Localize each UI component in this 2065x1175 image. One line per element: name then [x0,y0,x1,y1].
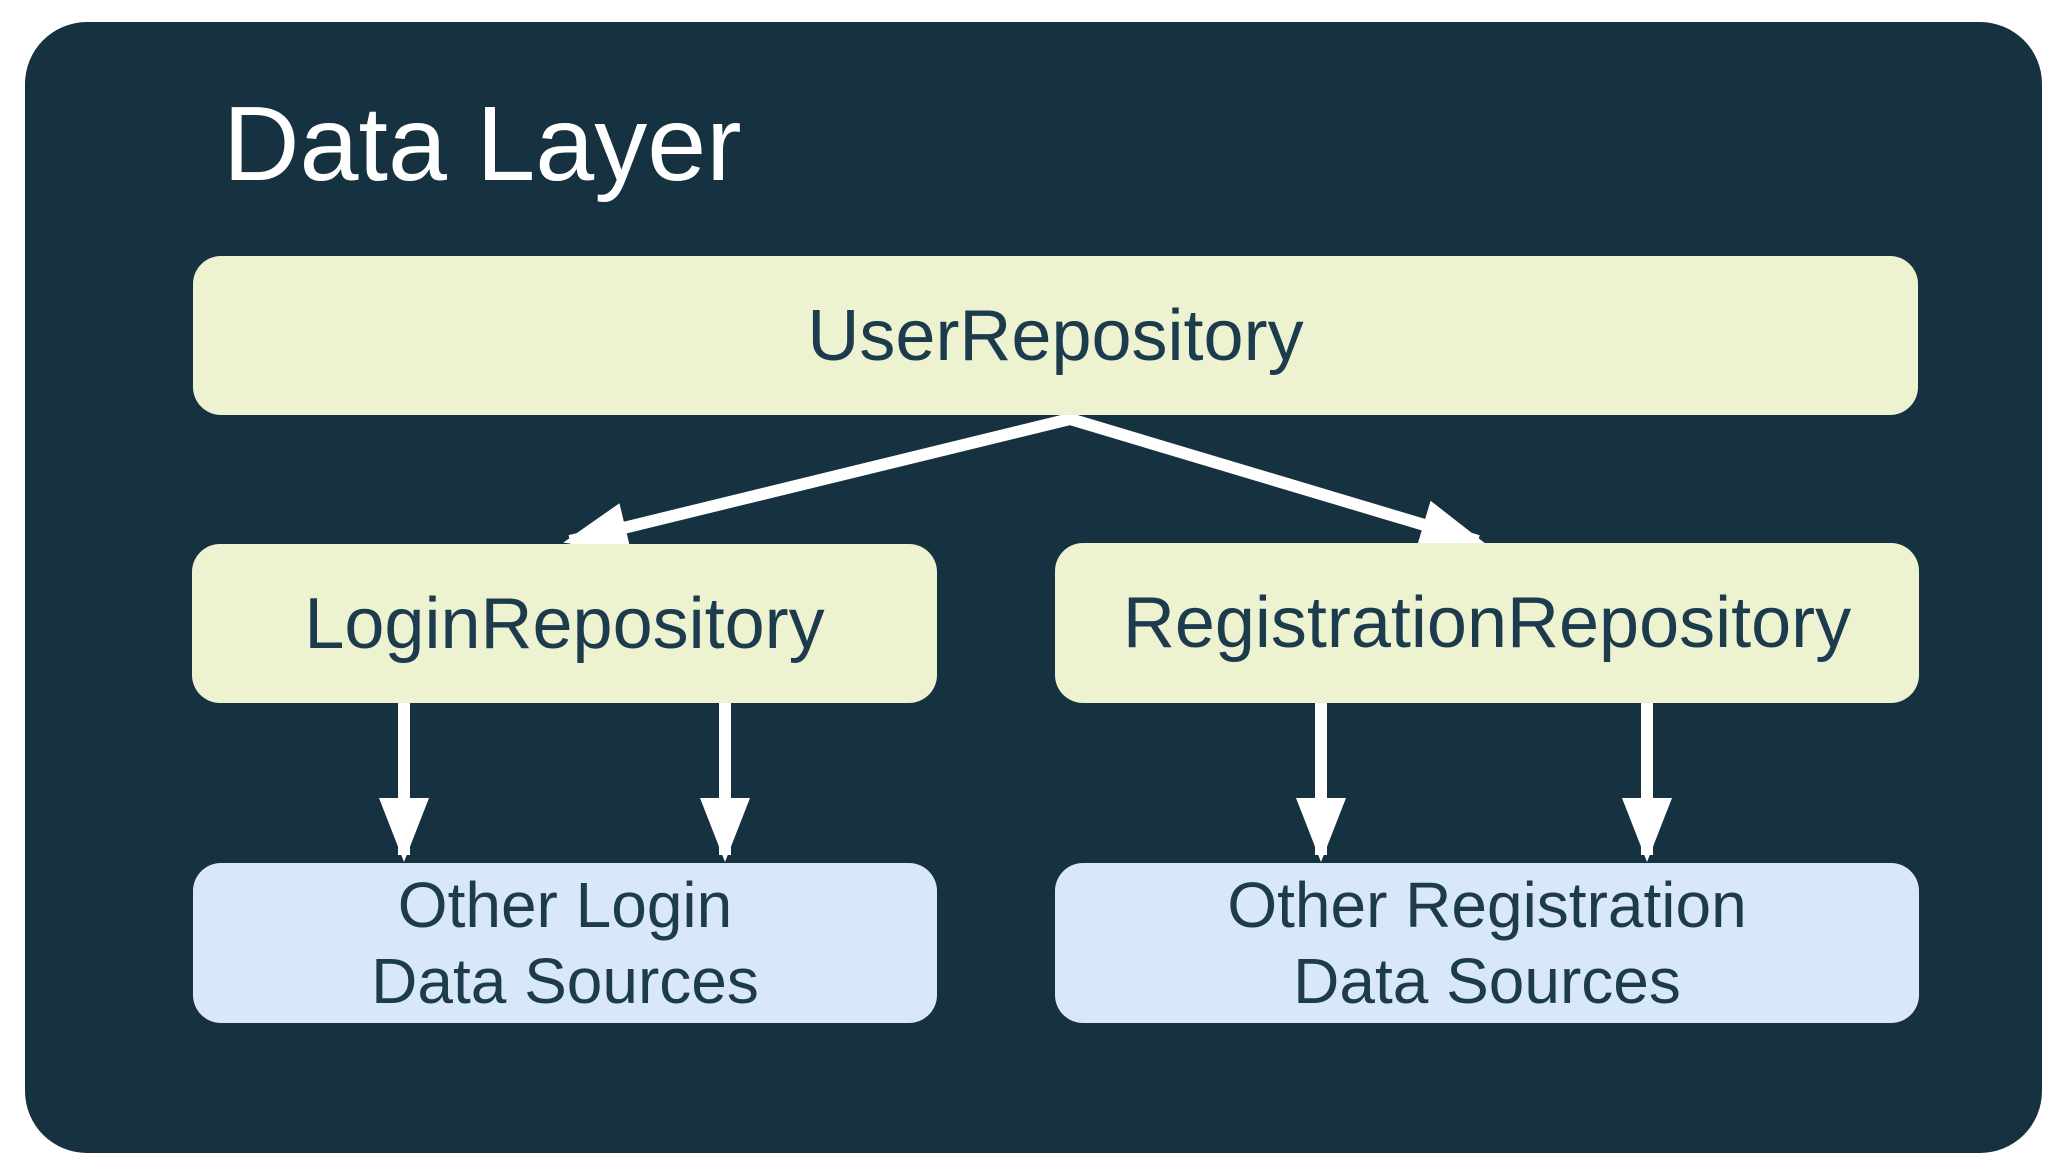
node-registration-repository: RegistrationRepository [1055,543,1919,703]
node-user-repository: UserRepository [193,256,1918,415]
node-login-repository: LoginRepository [192,544,937,703]
node-other-login-data-sources: Other Login Data Sources [193,863,937,1023]
node-other-login-data-sources-line1: Other Login [397,869,733,941]
node-login-repository-label: LoginRepository [304,583,825,664]
node-registration-repository-label: RegistrationRepository [1122,583,1852,663]
node-user-repository-label: UserRepository [807,295,1304,376]
node-other-registration-data-sources-line1: Other Registration [1227,869,1747,941]
arrow-user-to-children [563,412,1485,552]
node-other-login-data-sources-line2: Data Sources [371,945,759,1017]
node-other-registration-data-sources-line2: Data Sources [1293,945,1681,1017]
node-other-registration-data-sources: Other Registration Data Sources [1055,863,1919,1023]
page-title: Data Layer [223,85,742,203]
